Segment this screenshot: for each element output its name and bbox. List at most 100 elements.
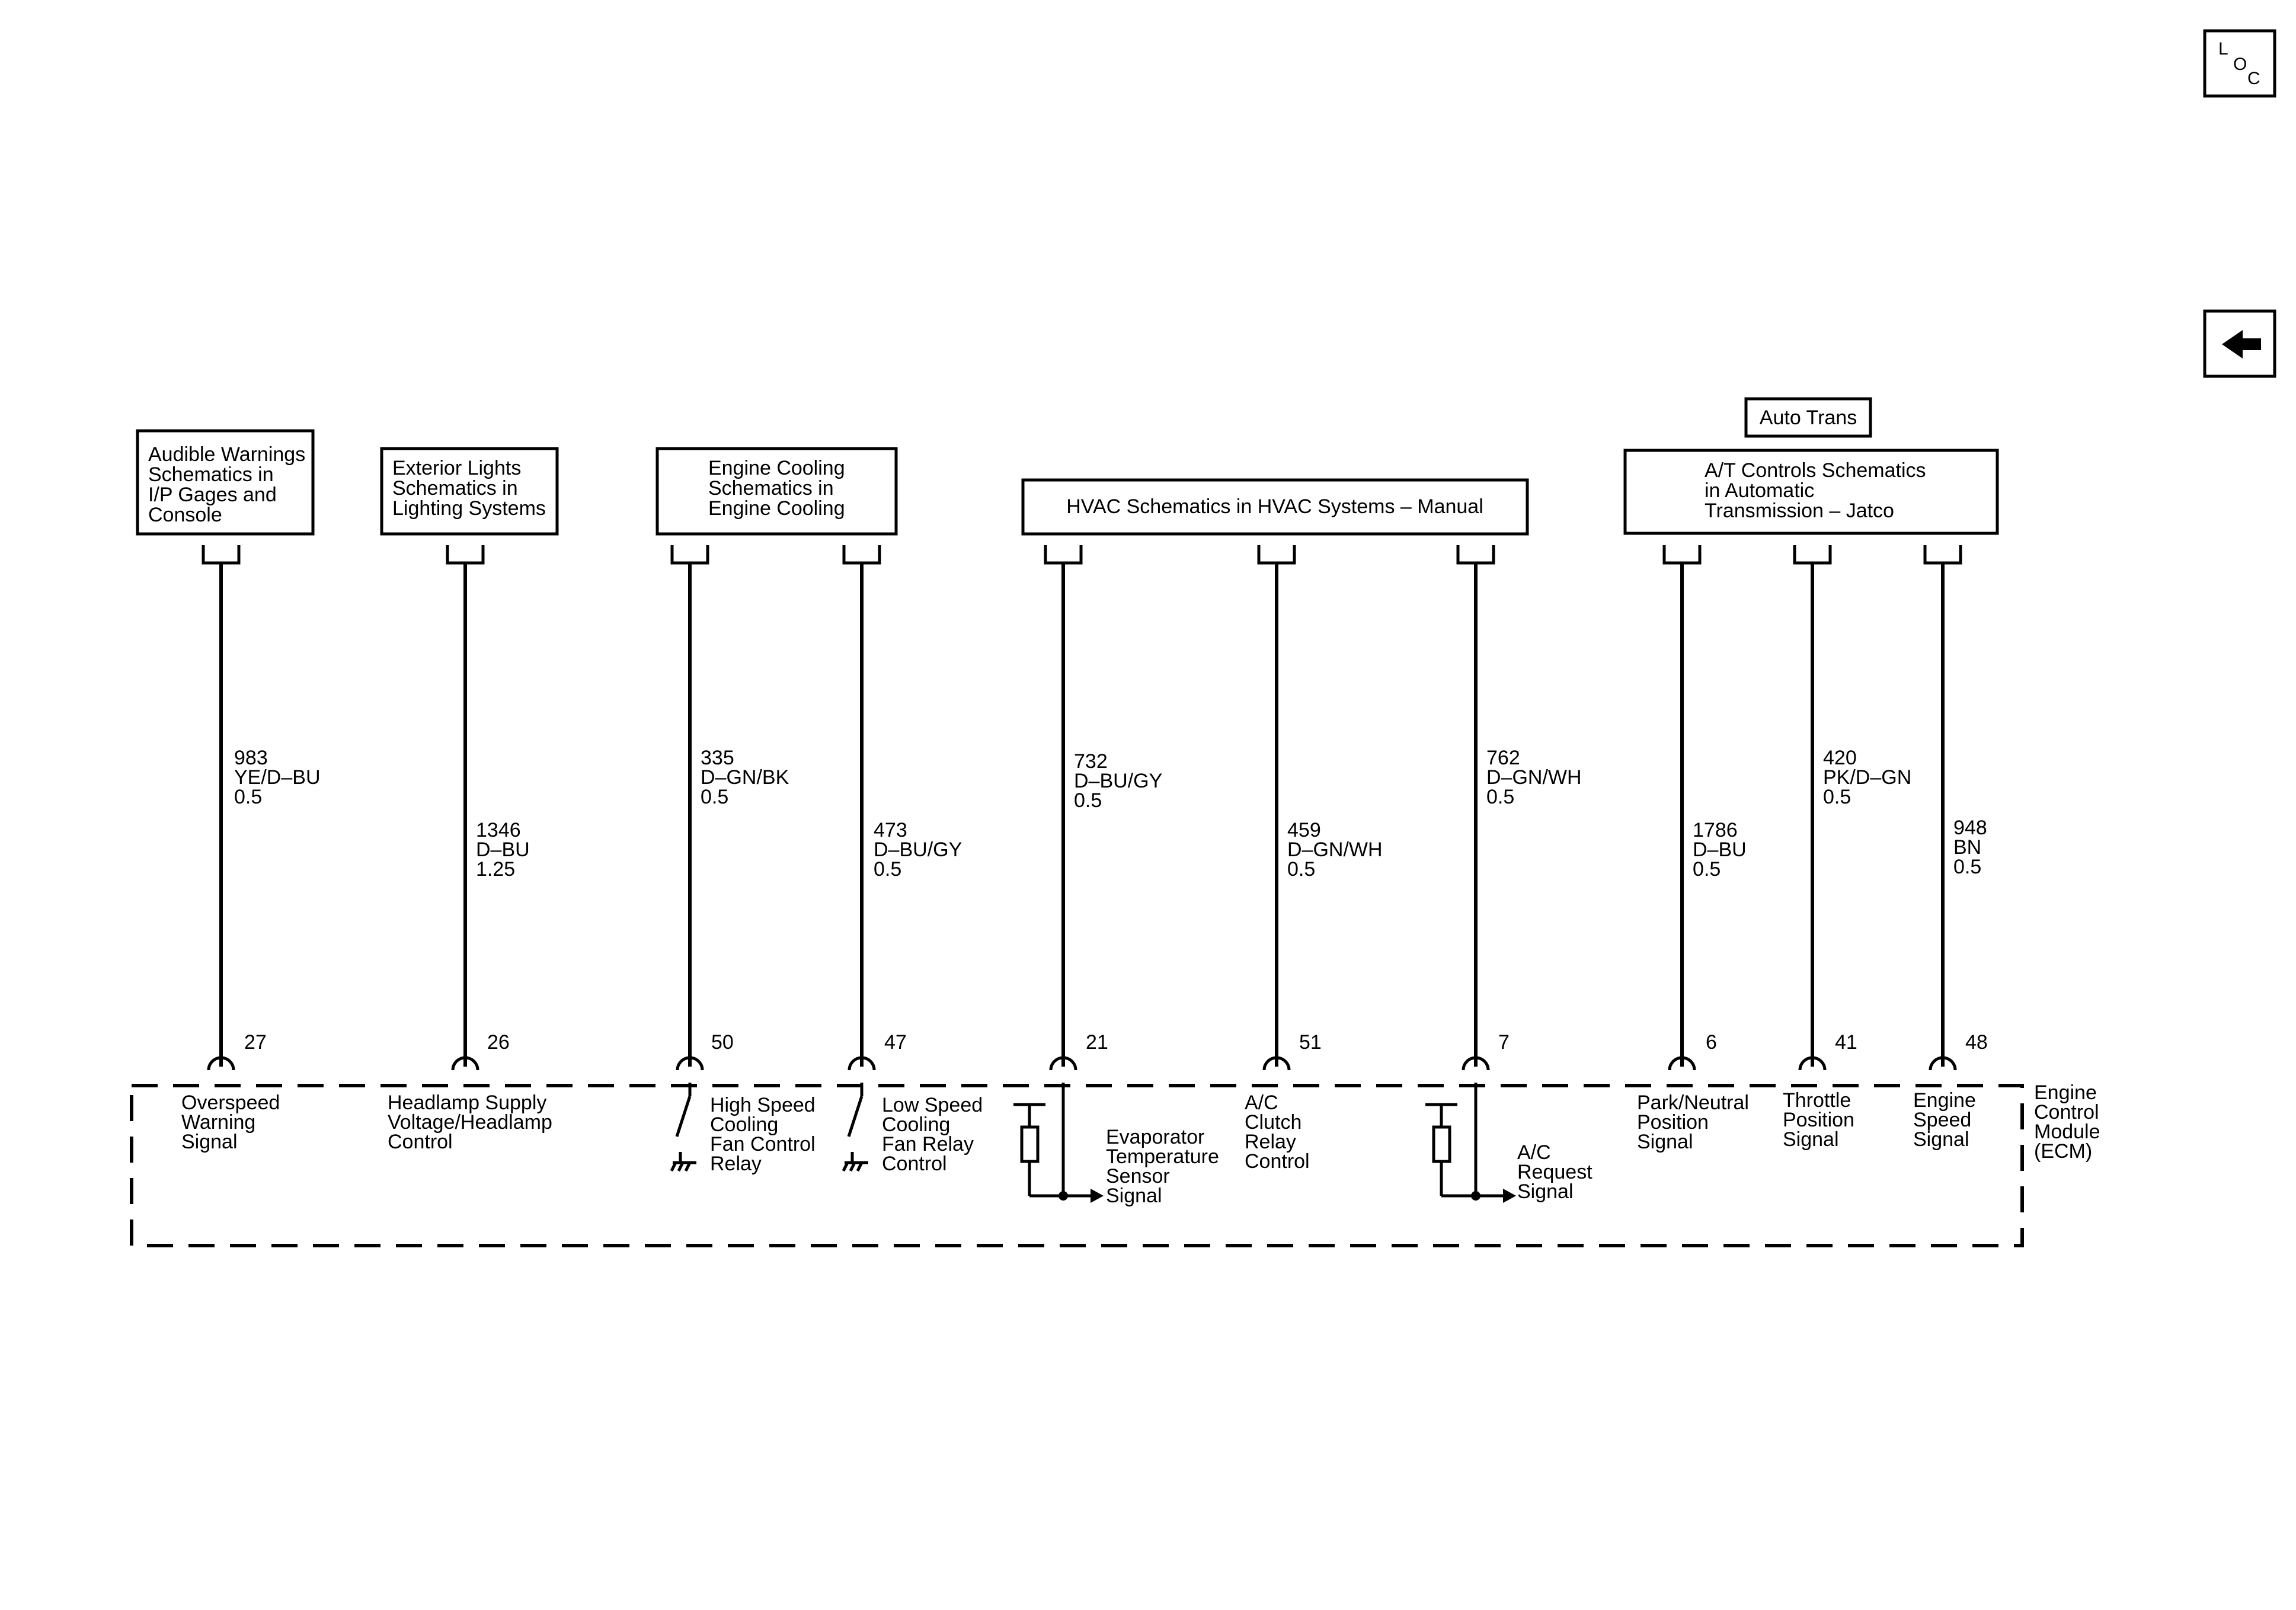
function-label: Control <box>1245 1150 1310 1173</box>
pin-terminal <box>676 1056 704 1071</box>
evaporator-sensor-circuit <box>1013 1083 1104 1203</box>
box-text-line: Schematics in <box>148 463 274 486</box>
function-label: Park/Neutral <box>1637 1092 1749 1114</box>
wire-label: 0.5 <box>1486 786 1514 808</box>
pin-terminal <box>848 1056 876 1071</box>
box-text-line: in Automatic <box>1705 479 1814 502</box>
pin-number: 21 <box>1086 1031 1108 1054</box>
ecm-label: Engine Control Module (ECM) <box>2034 1081 2100 1163</box>
left-arrow-icon <box>2222 330 2261 359</box>
junction-dot <box>1471 1191 1480 1201</box>
wire-label: D–BU <box>476 838 530 861</box>
resistor-icon <box>1020 1125 1040 1163</box>
wire-label: 1786 <box>1693 819 1738 841</box>
ecm-boundary <box>130 1084 2024 1247</box>
function-labels: Overspeed Warning Signal Headlamp Supply… <box>181 1089 1976 1207</box>
function-label: Headlamp Supply <box>388 1092 546 1114</box>
box-text-line: Console <box>148 504 222 526</box>
box-text-line: Engine Cooling <box>708 457 845 479</box>
function-label: A/C <box>1245 1092 1278 1114</box>
hvac-box <box>1021 478 1529 536</box>
at-controls-reference[interactable]: A/T Controls Schematics in Automatic Tra… <box>1623 449 1999 535</box>
function-label: Signal <box>1106 1185 1162 1207</box>
connector-bracket <box>670 545 709 565</box>
function-label: Low Speed <box>882 1094 983 1116</box>
function-label: Cooling <box>710 1113 778 1136</box>
function-label: Temperature <box>1106 1145 1219 1168</box>
function-label: Position <box>1637 1111 1709 1134</box>
wire-label: 1346 <box>476 819 521 841</box>
box-text-line: I/P Gages and <box>148 484 277 506</box>
wire-label: 1.25 <box>476 858 515 881</box>
audible-warnings-box <box>136 429 315 536</box>
box-text-line: Schematics in <box>708 477 834 500</box>
wire-label: 0.5 <box>1953 856 1981 878</box>
wire-label: 0.5 <box>1823 786 1851 808</box>
function-label: Request <box>1517 1161 1593 1183</box>
exterior-lights-reference[interactable]: Exterior Lights Schematics in Lighting S… <box>380 447 559 536</box>
wire-label: YE/D–BU <box>234 766 321 789</box>
box-text-line: Exterior Lights <box>392 457 521 479</box>
function-label: Position <box>1783 1109 1854 1131</box>
wire-label: D–BU <box>1693 838 1747 861</box>
wire-label: 0.5 <box>1074 789 1102 812</box>
connector-bracket <box>842 545 881 565</box>
wire-label: 0.5 <box>701 786 728 808</box>
function-label: Signal <box>1637 1131 1693 1153</box>
function-label: Engine <box>1913 1089 1976 1112</box>
engine-cooling-reference[interactable]: Engine Cooling Schematics in Engine Cool… <box>655 447 898 536</box>
function-label: Speed <box>1913 1109 1971 1131</box>
wire-label: 948 <box>1953 817 1987 839</box>
wire-label: PK/D–GN <box>1823 766 1911 789</box>
function-label: High Speed <box>710 1094 816 1116</box>
loc-letter-l: L <box>2218 39 2228 59</box>
function-label: Relay <box>710 1153 762 1175</box>
function-label: Overspeed <box>181 1092 280 1114</box>
pin-terminal <box>207 1056 235 1071</box>
ecm-label-line: Control <box>2034 1101 2099 1124</box>
hvac-reference[interactable]: HVAC Schematics in HVAC Systems – Manual <box>1021 478 1529 536</box>
pin-number: 27 <box>244 1031 267 1054</box>
function-label: Warning <box>181 1111 255 1134</box>
ecm-label-line: Module <box>2034 1121 2100 1143</box>
wire-label: BN <box>1953 836 1981 859</box>
wire-label: D–BU/GY <box>874 838 962 861</box>
wires <box>219 563 1945 1067</box>
high-speed-relay-switch <box>670 1083 696 1172</box>
box-text-line: Engine Cooling <box>708 497 845 520</box>
loc-icon <box>2203 29 2276 98</box>
wire-label: D–GN/WH <box>1287 838 1383 861</box>
pin-numbers: 27 26 50 47 21 51 7 6 41 48 <box>244 1031 1988 1054</box>
function-label: Signal <box>1913 1128 1969 1151</box>
function-label: Cooling <box>882 1113 950 1136</box>
wire-label: D–GN/BK <box>701 766 789 789</box>
pin-terminal <box>451 1056 479 1071</box>
auto-trans-tag: Auto Trans <box>1744 397 1872 438</box>
pin-terminal <box>1929 1056 1957 1071</box>
box-text-line: Schematics in <box>392 477 518 500</box>
at-controls-box <box>1623 449 1999 535</box>
function-label: Fan Relay <box>882 1133 974 1156</box>
connector-bracket <box>1257 545 1296 565</box>
back-button[interactable] <box>2203 309 2276 378</box>
junction-dot <box>1059 1191 1068 1201</box>
pin-number: 7 <box>1498 1031 1510 1054</box>
pin-number: 41 <box>1835 1031 1857 1054</box>
arrow-right-icon <box>1091 1189 1104 1203</box>
wire-label: 732 <box>1074 750 1108 773</box>
wire-label: D–GN/WH <box>1486 766 1582 789</box>
auto-trans-tag-box <box>1744 397 1872 438</box>
arrow-right-icon <box>1503 1189 1516 1203</box>
ecm-label-line: (ECM) <box>2034 1140 2092 1163</box>
wire-labels: 983 YE/D–BU 0.5 1346 D–BU 1.25 335 D–GN/… <box>234 747 1987 881</box>
ac-request-circuit <box>1425 1083 1516 1203</box>
box-text-line: Auto Trans <box>1760 406 1857 429</box>
loc-button[interactable]: L O C <box>2203 29 2276 98</box>
pin-number: 47 <box>884 1031 907 1054</box>
wire-label: 762 <box>1486 747 1520 769</box>
connector-bracket <box>1044 545 1083 565</box>
connector-pins <box>207 1056 1957 1071</box>
audible-warnings-reference[interactable]: Audible Warnings Schematics in I/P Gages… <box>136 429 315 536</box>
function-label: Fan Control <box>710 1133 816 1156</box>
